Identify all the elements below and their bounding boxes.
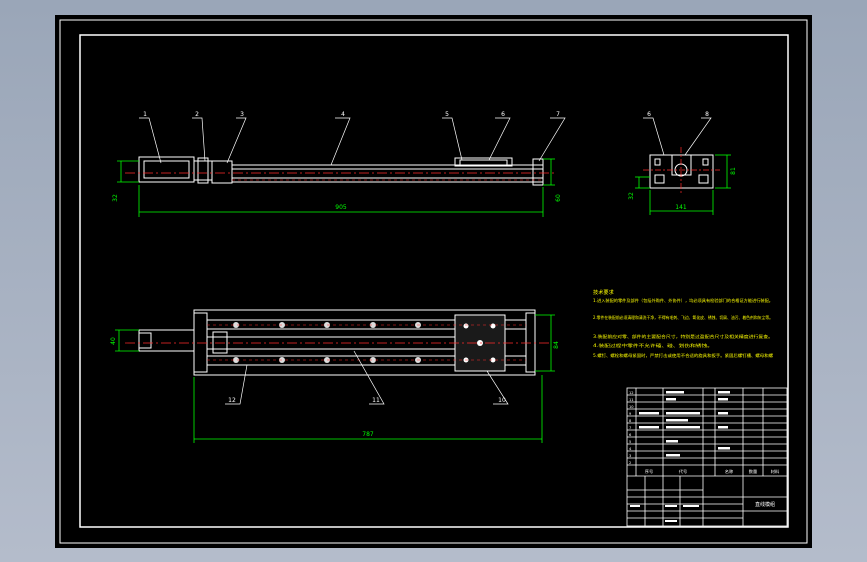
svg-text:8: 8 (629, 419, 632, 423)
inner-frame (79, 34, 789, 528)
technical-notes: 技术要求 1.进入装配的零件及部件（包括外购件、外协件），均必须具有检验部门的合… (593, 288, 773, 358)
part-label-5: 5 (445, 111, 449, 118)
front-rail (231, 164, 544, 183)
front-coupling (193, 160, 213, 181)
dim-top-right: 84 (553, 341, 560, 349)
bom-row-numbers: 12 11 10 9 8 7 6 5 4 3 2 (629, 391, 634, 465)
part-label-7: 7 (556, 111, 560, 118)
part-label-8: 8 (705, 111, 709, 118)
svg-text:12: 12 (629, 391, 634, 395)
svg-text:5: 5 (629, 440, 631, 444)
dim-side-width: 141 (675, 204, 687, 211)
svg-text:10: 10 (629, 405, 634, 409)
dim-top-length: 787 (362, 431, 374, 438)
bom-filler (630, 391, 730, 522)
part-label-12: 12 (228, 397, 236, 404)
side-dimensions (635, 154, 731, 215)
notes-line-1: 1.进入装配的零件及部件（包括外购件、外协件），均必须具有检验部门的合格证方能进… (593, 297, 773, 303)
front-slide-table (454, 157, 513, 167)
svg-text:6: 6 (629, 433, 632, 437)
title-block (626, 387, 788, 527)
front-bearing-seat (211, 160, 233, 184)
side-view (649, 154, 714, 189)
bom-header-material: 材料 (771, 468, 780, 475)
drawing-title: 直线模组 (755, 501, 775, 508)
cad-viewport[interactable]: 905 32 60 1 2 3 4 5 6 7 141 81 (55, 15, 812, 548)
top-holes (233, 322, 421, 363)
dim-side-height: 81 (730, 167, 737, 175)
bom-header-qty: 数量 (749, 468, 757, 475)
bom-header-no: 序号 (645, 468, 653, 475)
svg-text:3: 3 (629, 454, 631, 458)
dim-front-end: 60 (555, 194, 562, 202)
notes-line-2: 2.零件在装配前必须清理和清洗干净，不得有毛刺、飞边、氧化皮、锈蚀、切屑、油污、… (593, 314, 773, 320)
dim-top-left: 40 (110, 337, 117, 345)
part-label-3: 3 (240, 111, 244, 118)
front-leaders (139, 117, 566, 166)
part-label-6: 6 (501, 111, 505, 118)
svg-text:11: 11 (629, 398, 634, 402)
notes-heading: 技术要求 (593, 288, 615, 296)
notes-line-4: 4.装配过程中零件不允许磕、碰、划伤和锈蚀。 (593, 342, 713, 348)
top-dimensions (115, 314, 555, 443)
svg-text:2: 2 (629, 461, 631, 465)
side-slot-left (654, 174, 665, 184)
dim-front-height: 32 (112, 194, 119, 202)
side-carriage (671, 154, 692, 176)
bom-header-name: 名称 (725, 468, 733, 475)
dim-side-small: 32 (628, 192, 635, 200)
top-view (138, 309, 536, 376)
front-view (138, 156, 544, 186)
part-label-6b: 6 (647, 111, 651, 118)
notes-line-3: 3.装配前应对零、部件的主要配合尺寸，特别是过盈配合尺寸及相关精度进行复查。 (593, 333, 773, 339)
svg-text:9: 9 (629, 412, 632, 416)
part-label-10: 10 (498, 397, 506, 404)
part-label-2: 2 (195, 111, 199, 118)
part-label-4: 4 (341, 111, 345, 118)
dim-front-length: 905 (335, 204, 347, 211)
part-label-1: 1 (143, 111, 147, 118)
outer-frame (59, 19, 808, 544)
front-dimensions (117, 158, 555, 217)
svg-text:7: 7 (629, 426, 631, 430)
side-slot-right (698, 174, 709, 184)
part-label-11: 11 (372, 397, 380, 404)
svg-text:4: 4 (629, 447, 632, 451)
cad-drawing: 905 32 60 1 2 3 4 5 6 7 141 81 (59, 19, 808, 544)
front-end-cap (532, 158, 544, 186)
bom-header-code: 代号 (679, 468, 687, 475)
notes-line-5: 5.螺钉、螺栓和螺母紧固时，严禁打击或使用不合适的旋具和扳手。紧固后螺钉槽、螺母… (593, 352, 773, 358)
